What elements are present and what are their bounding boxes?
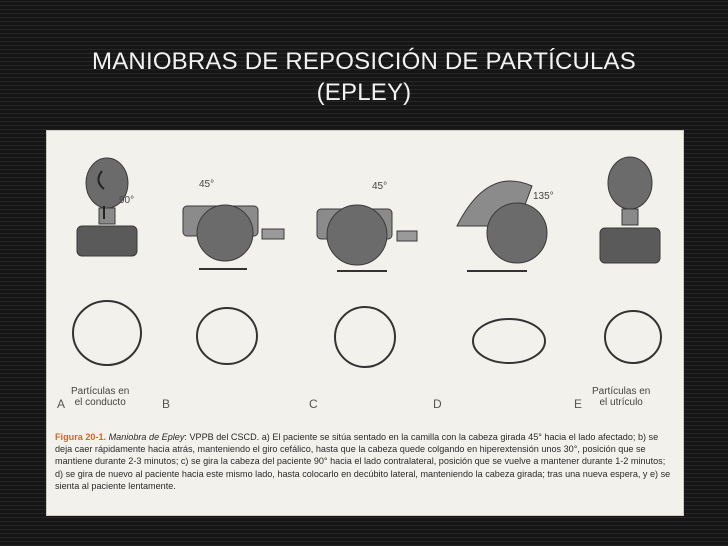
step-b-supine <box>182 204 285 270</box>
panel-label-d: D <box>433 397 442 411</box>
panel-label-c: C <box>309 397 318 411</box>
step-d-lateral <box>456 180 548 272</box>
slide-title-line1: MANIOBRAS DE REPOSICIÓN DE PARTÍCULAS <box>92 48 636 75</box>
panel-label-e: E <box>574 397 583 411</box>
slide-title-line2: (EPLEY) <box>316 79 412 106</box>
panel-label-b: B <box>162 397 171 411</box>
angle-label-d: 135° <box>533 191 554 202</box>
angle-label-c: 45° <box>372 181 388 192</box>
caption-figure-number: Figura 20-1. <box>55 432 107 442</box>
caption-text: : VPPB del CSCD. a) El paciente se sitúa… <box>55 432 671 491</box>
caption-figure-title: Maniobra de Epley <box>108 432 185 442</box>
conduct-label: Partículas en el conducto <box>71 386 130 408</box>
step-e-seated <box>599 156 661 264</box>
slide-title: MANIOBRAS DE REPOSICIÓN DE PARTÍCULAS (E… <box>40 46 688 108</box>
panel-label-a: A <box>57 397 66 411</box>
angle-label-b: 45° <box>199 179 215 190</box>
figure-illustration <box>72 156 662 368</box>
figure-caption: Figura 20-1. Maniobra de Epley: VPPB del… <box>55 431 675 492</box>
step-a-head <box>76 157 138 257</box>
utricle-label: Partículas en el utrículo <box>592 386 651 408</box>
step-c-turned <box>316 204 418 272</box>
epley-figure: 90° 45° 45° 135° Partículas en el conduc… <box>47 131 683 515</box>
angle-label-a: 90° <box>119 195 135 206</box>
